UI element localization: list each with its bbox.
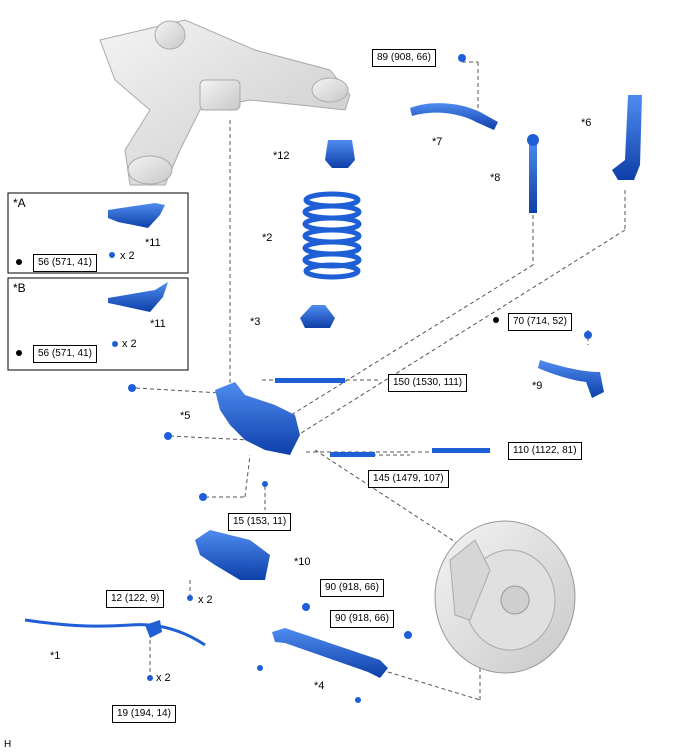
figure-code: H	[4, 739, 12, 750]
callout-2: *2	[262, 232, 273, 244]
part-11-bracket-b	[108, 282, 168, 312]
part-3-spring-seat	[300, 305, 335, 328]
part-8-link-top	[527, 134, 539, 146]
part-12-bump-stopper	[325, 140, 355, 168]
torque-70-bullet	[493, 317, 499, 323]
sub-frame	[99, 19, 351, 186]
inset-a-qty: x 2	[120, 250, 135, 262]
part-2-coil-spring	[302, 191, 362, 280]
callout-11-b: *11	[150, 318, 166, 330]
torque-12: 12 (122, 9)	[106, 590, 165, 608]
bolt-inset-a-icon	[109, 252, 115, 258]
bushing-left-c-icon	[199, 493, 207, 501]
part-10-cover	[195, 530, 270, 580]
callout-6: *6	[581, 117, 592, 129]
part-1-clip	[145, 620, 162, 638]
bolt-145-icon	[330, 452, 375, 457]
torque-150: 150 (1530, 111)	[388, 374, 468, 392]
inset-a-torque: 56 (571, 41)	[33, 254, 97, 272]
bolt-110-icon	[432, 448, 490, 453]
inset-a-title: *A	[13, 196, 26, 210]
inset-b-bullet	[16, 350, 22, 356]
bolt-89-icon	[458, 54, 466, 62]
part-9-arm	[538, 360, 604, 398]
callout-9: *9	[532, 380, 543, 392]
qty-12: x 2	[198, 594, 213, 606]
torque-90-b: 90 (918, 66)	[330, 610, 394, 628]
inset-a-bullet	[16, 259, 22, 265]
torque-70: 70 (714, 52)	[508, 313, 572, 331]
brake-disc-assembly	[434, 520, 576, 674]
bolt-90a-icon	[302, 603, 310, 611]
part-11-bracket-a	[108, 203, 165, 228]
callout-8: *8	[490, 172, 501, 184]
callout-3: *3	[250, 316, 261, 328]
torque-15: 15 (153, 11)	[228, 513, 292, 531]
torque-89: 89 (908, 66)	[372, 49, 436, 67]
inset-b-title: *B	[13, 281, 26, 295]
part-6-shock-absorber	[612, 95, 642, 180]
torque-90-a: 90 (918, 66)	[320, 579, 384, 597]
callout-4: *4	[314, 680, 325, 692]
part-4-lower-arm	[272, 628, 388, 678]
callout-1: *1	[50, 650, 61, 662]
bolt-inset-b-icon	[112, 341, 118, 347]
nut-b-icon	[355, 697, 361, 703]
callout-10: *10	[294, 556, 311, 568]
callout-11-a: *11	[145, 237, 161, 249]
callout-7: *7	[432, 136, 443, 148]
bolt-70-icon	[584, 331, 592, 339]
torque-145: 145 (1479, 107)	[368, 470, 449, 488]
bolt-19-icon	[147, 675, 153, 681]
bolt-150-icon	[275, 378, 345, 383]
bushing-left-b-icon	[164, 432, 172, 440]
qty-19: x 2	[156, 672, 171, 684]
inset-b-torque: 56 (571, 41)	[33, 345, 97, 363]
part-7-stabilizer-bar	[410, 103, 498, 130]
part-5-upper-arm	[215, 382, 300, 455]
inset-b-qty: x 2	[122, 338, 137, 350]
nut-a-icon	[257, 665, 263, 671]
bolt-90b-icon	[404, 631, 412, 639]
torque-110: 110 (1122, 81)	[508, 442, 582, 460]
torque-19: 19 (194, 14)	[112, 705, 176, 723]
callout-12: *12	[273, 150, 290, 162]
bushing-left-a-icon	[128, 384, 136, 392]
bolt-12-icon	[187, 595, 193, 601]
part-8-stabilizer-link	[529, 138, 537, 213]
callout-5: *5	[180, 410, 191, 422]
part-1-cable	[24, 618, 206, 647]
bolt-15-icon	[262, 481, 268, 487]
